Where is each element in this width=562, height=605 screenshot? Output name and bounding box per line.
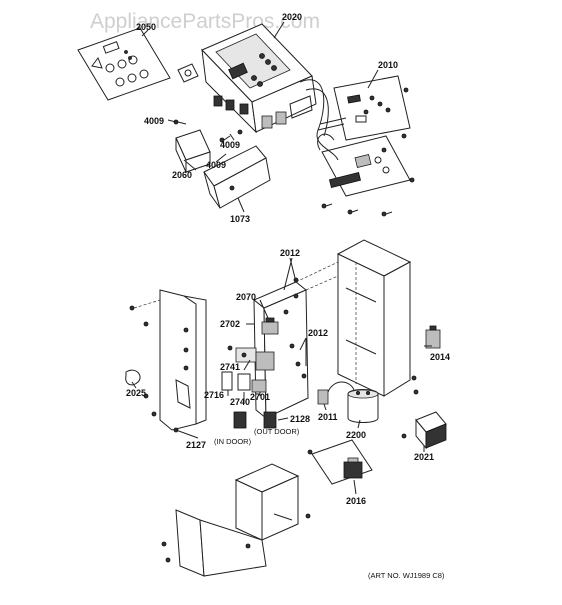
part-2016-plate[interactable] xyxy=(311,439,373,485)
callout-4009-c: 4009 xyxy=(206,160,226,170)
callout-2011: 2011 xyxy=(318,412,338,422)
part-2200-capacitor[interactable] xyxy=(347,389,379,423)
callout-2020: 2020 xyxy=(282,12,302,22)
screws-bottom xyxy=(129,277,419,563)
callout-2128: 2128 xyxy=(290,414,310,424)
callout-2016: 2016 xyxy=(346,496,366,506)
callout-2014: 2014 xyxy=(430,352,450,362)
callout-2127: 2127 xyxy=(186,440,206,450)
callout-2021: 2021 xyxy=(414,452,434,462)
part-2010-control-board[interactable] xyxy=(317,75,411,141)
leaders-top xyxy=(141,21,379,213)
part-small-knob-plate[interactable] xyxy=(177,63,199,83)
callout-2070: 2070 xyxy=(236,292,256,302)
leaders-bottom xyxy=(131,257,432,495)
part-2011-strap[interactable] xyxy=(317,381,355,405)
part-2741-terminal[interactable] xyxy=(235,347,275,371)
callout-2060: 2060 xyxy=(172,170,192,180)
callout-4009-a: 4009 xyxy=(144,116,164,126)
callout-2012-b: 2012 xyxy=(308,328,328,338)
part-indoor-sensor[interactable] xyxy=(233,411,247,429)
callout-4009-b: 4009 xyxy=(220,140,240,150)
part-1073-cover[interactable] xyxy=(203,145,271,209)
part-2740-switch[interactable] xyxy=(237,373,267,393)
callout-2050: 2050 xyxy=(136,22,156,32)
callout-2200: 2200 xyxy=(346,430,366,440)
part-2014-connector[interactable] xyxy=(425,325,441,349)
callout-1073: 1073 xyxy=(230,214,250,224)
screws-top xyxy=(173,87,415,217)
callout-2012-a: 2012 xyxy=(280,248,300,258)
callout-2716: 2716 xyxy=(204,390,224,400)
callout-2701: 2701 xyxy=(250,392,270,402)
callout-2702: 2702 xyxy=(220,319,240,329)
part-2021-transformer[interactable] xyxy=(415,411,447,450)
art-number: (ART NO. WJ1989 C8) xyxy=(368,571,445,580)
part-2716-fuse[interactable] xyxy=(221,371,233,391)
part-2127-bracket[interactable] xyxy=(159,289,207,431)
callout-2740: 2740 xyxy=(230,397,250,407)
part-2020-control-housing[interactable] xyxy=(201,23,317,134)
part-2060-block[interactable] xyxy=(175,129,211,173)
part-2050-faceplate[interactable] xyxy=(77,27,171,101)
part-2025-clip[interactable] xyxy=(125,369,141,386)
part-power-board[interactable] xyxy=(317,133,411,197)
callout-2010: 2010 xyxy=(378,60,398,70)
note-out-door: (OUT DOOR) xyxy=(254,427,300,436)
note-in-door: (IN DOOR) xyxy=(214,437,252,446)
callout-2025: 2025 xyxy=(126,388,146,398)
part-2128-outdoor-sensor[interactable] xyxy=(263,411,277,429)
part-2070-relay[interactable] xyxy=(261,317,279,335)
callout-2741: 2741 xyxy=(220,362,240,372)
part-main-box[interactable] xyxy=(336,239,412,397)
part-bottom-enclosure[interactable] xyxy=(175,463,300,577)
